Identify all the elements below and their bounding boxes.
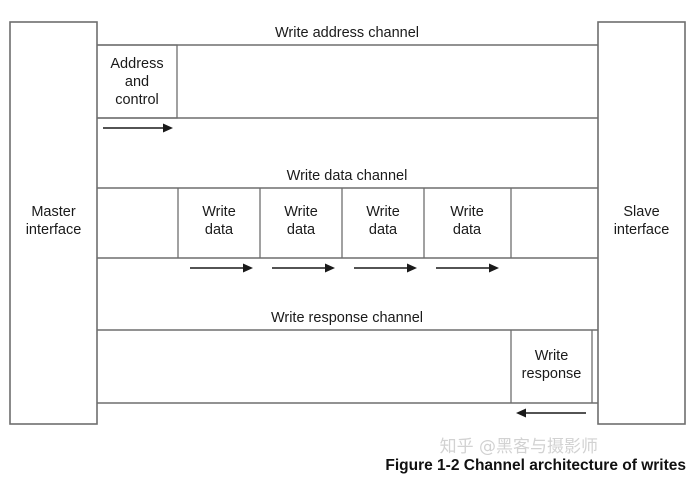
master-interface-box: Master interface	[9, 21, 98, 425]
write-address-arrow	[103, 123, 173, 133]
write-data-arrow-4	[436, 263, 499, 273]
write-data-cell-1: Write data	[202, 204, 236, 238]
master-interface-label-line1: Master	[31, 204, 75, 220]
write-data-2-line1: Write	[284, 204, 318, 220]
address-and-control-cell: Address and control	[97, 44, 178, 119]
write-data-3-line2: data	[369, 222, 398, 238]
write-data-2-line2: data	[287, 222, 316, 238]
write-data-1-line2: data	[205, 222, 234, 238]
write-data-cell-4: Write data	[450, 204, 484, 238]
write-data-arrow-3	[354, 263, 417, 273]
figure-caption: Figure 1-2 Channel architecture of write…	[385, 457, 686, 474]
write-data-arrow-1	[190, 263, 253, 273]
write-address-channel: Write address channel Address and contro…	[97, 25, 419, 133]
write-data-4-line2: data	[453, 222, 482, 238]
write-response-cell: Write response	[510, 330, 593, 403]
address-and-control-line3: control	[115, 92, 159, 108]
write-data-channel-label: Write data channel	[287, 168, 408, 184]
write-response-arrow	[516, 408, 586, 418]
write-data-cell-separators	[177, 188, 512, 258]
write-data-channel: Write data channel Write data Write data	[177, 168, 512, 273]
write-response-line2: response	[522, 366, 582, 382]
address-and-control-line2: and	[125, 74, 149, 90]
master-interface-label-line2: interface	[26, 222, 82, 238]
write-data-1-line1: Write	[202, 204, 236, 220]
write-data-3-line1: Write	[366, 204, 400, 220]
slave-interface-box: Slave interface	[597, 21, 686, 425]
write-response-channel-label: Write response channel	[271, 310, 423, 326]
channel-grid-rules	[97, 44, 598, 404]
write-response-line1: Write	[535, 348, 569, 364]
write-data-4-line1: Write	[450, 204, 484, 220]
write-data-arrow-2	[272, 263, 335, 273]
address-and-control-line1: Address	[110, 56, 163, 72]
slave-interface-label-line2: interface	[614, 222, 670, 238]
write-address-channel-label: Write address channel	[275, 25, 419, 41]
write-data-cell-2: Write data	[284, 204, 318, 238]
watermark-text: 知乎 @黑客与摄影师	[440, 437, 598, 457]
slave-interface-label-line1: Slave	[623, 204, 659, 220]
write-response-channel: Write response channel Write response	[271, 310, 593, 418]
write-data-cell-3: Write data	[366, 204, 400, 238]
